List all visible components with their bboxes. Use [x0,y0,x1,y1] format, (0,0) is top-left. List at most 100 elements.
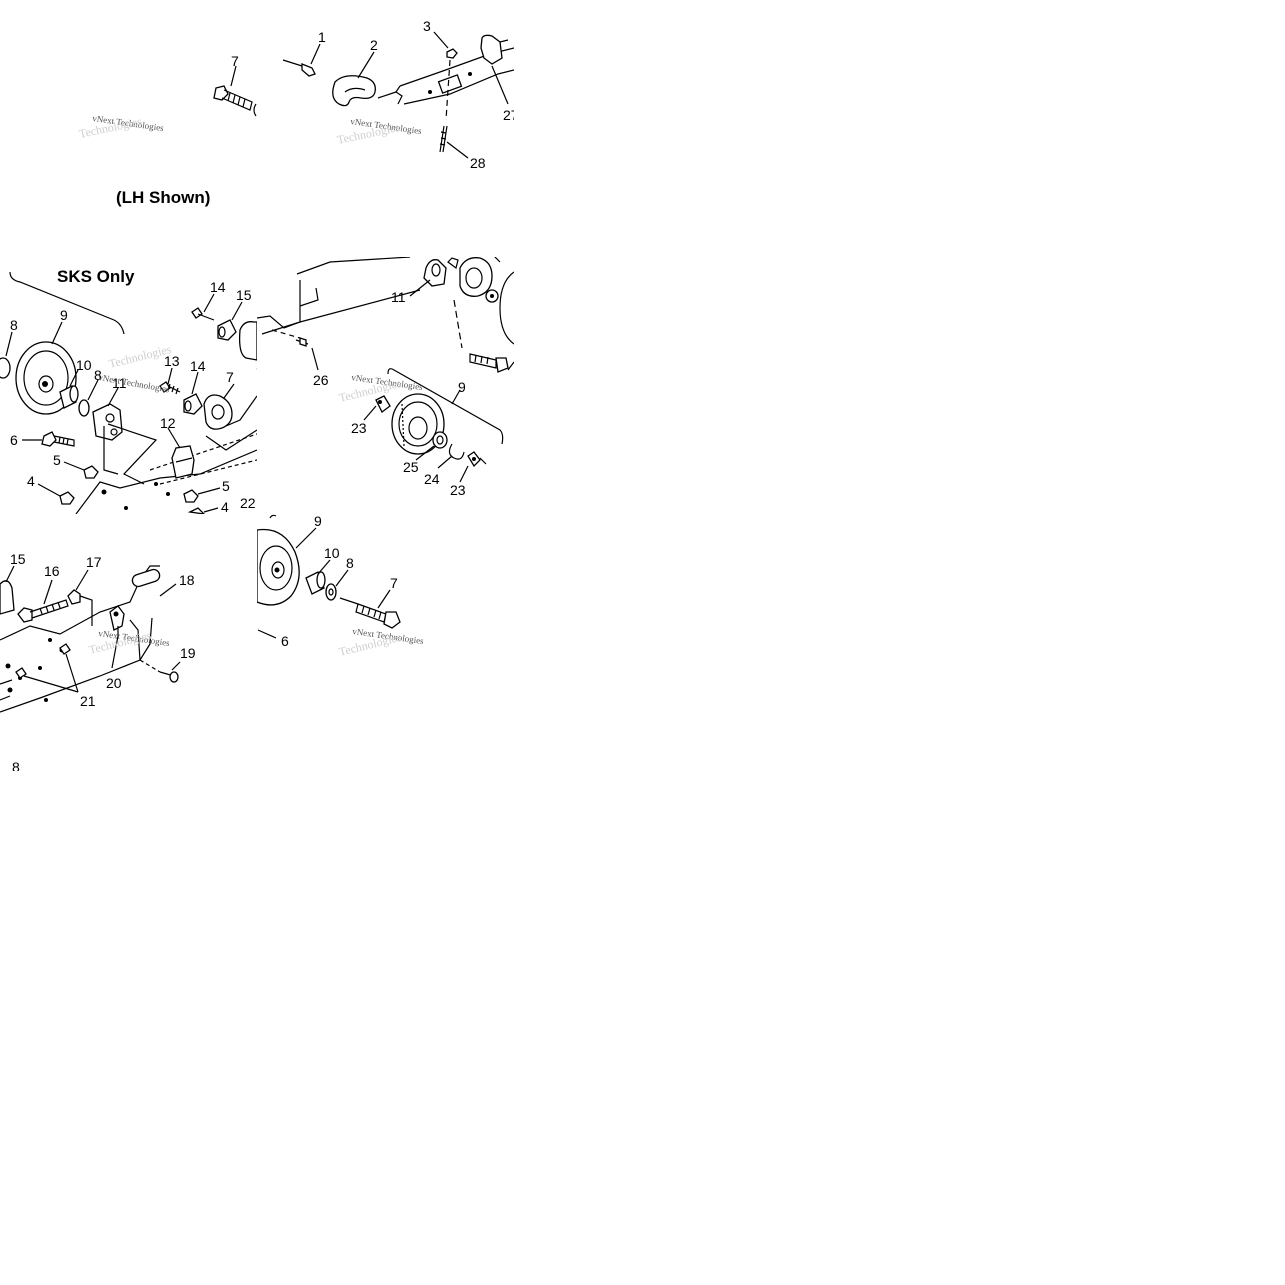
cap-part-23 [375,395,391,413]
block-part-11 [92,403,123,441]
mount-part-15 [203,394,257,451]
tile-top-right: 1 2 27 [257,0,514,257]
bolt-right [469,353,514,373]
label-part-8: 8 [346,555,354,571]
cap-part-23b [467,451,487,468]
tile-bot-left: 15 16 17 [0,514,257,771]
label-part-3: 3 [423,18,431,34]
block-part-12 [171,445,195,479]
label-part-8: 8 [10,317,18,333]
label-part-19: 19 [180,645,196,661]
bushing-part-14-upper [217,319,237,341]
tile-bot-right: 9 10 8 7 6 vN [257,514,514,771]
mount-part-15 [0,580,15,615]
label-part-5: 5 [53,452,61,468]
spacer-part-10 [59,385,79,409]
label-part-15: 7 [226,369,234,385]
nut-part-4b [187,507,205,514]
bearing-part-25 [432,431,448,449]
label-part-12: 12 [160,415,176,431]
label-part-27: 27 [503,107,514,123]
idler-wheel-part-9 [391,393,445,455]
top-right-drawing: 1 2 27 [282,18,514,171]
mid-left-drawing: SKS Only 8 9 10 [0,267,257,514]
top-left-drawing: 7 vNext Technologies Technologies (LH Sh… [78,53,257,207]
label-part-21: 21 [80,693,96,709]
label-part-25: 25 [403,459,419,475]
clevis-part-11 [423,257,459,287]
washer-part-8 [325,583,337,601]
label-part-9: 9 [314,514,322,529]
label-part-1: 1 [318,29,326,45]
nut-part-4 [59,491,75,505]
label-part-6: 6 [281,633,289,649]
bumper-part-2 [332,75,376,107]
nut-part-17 [67,589,81,605]
label-part-13: 13 [164,353,180,369]
clip-part-27 [480,34,509,65]
bolt-part-16 [17,599,69,623]
label-part-24: 24 [424,471,440,487]
ski-rail [377,47,514,105]
label-part-14-upper: 15 [236,287,252,303]
bot-right-drawing: 9 10 8 7 6 vN [257,514,425,659]
idler-wheel-top [459,257,514,345]
label-part-23b: 23 [450,482,466,498]
label-part-15: 15 [10,551,26,567]
bolt-part-7 [339,597,401,629]
label-part-9: 9 [60,307,68,323]
screw-part-21b [15,667,27,679]
label-part-11: 11 [112,375,127,391]
label-part-10: 10 [324,545,340,561]
rivet-part-19 [129,619,179,683]
label-part-9: 9 [458,379,466,395]
caption-lh-shown: (LH Shown) [116,188,210,207]
label-part-26: 26 [313,372,329,388]
tile-top-left: 7 vNext Technologies Technologies (LH Sh… [0,0,257,257]
label-part-17: 17 [86,554,102,570]
label-part-8b: 8 [94,367,102,383]
label-part-14: 14 [190,358,206,374]
sks-bracket [9,271,125,335]
tile-mid-right: 11 26 [257,257,514,514]
bolt-part-13-upper [191,307,215,321]
label-part-18: 18 [179,572,195,588]
label-part-16: 16 [44,563,60,579]
screw-part-21a [59,643,71,655]
nut-part-5 [83,465,99,479]
rail-plate-part-18 [0,565,161,713]
label-part-28: 28 [470,155,486,171]
bolt-part-13 [159,381,181,395]
leader-17 [79,595,93,626]
snapring-part-24 [448,443,465,460]
stud-part-28 [439,125,448,153]
label-part-4b: 4 [221,499,229,514]
label-part-4: 4 [27,473,35,489]
label-part-8: 8 [12,759,20,771]
nut-part-5b [183,489,199,503]
bolt-part-1 [282,59,316,77]
nut-part-3 [446,48,458,59]
bolt-part-7 [213,85,257,117]
label-part-7: 7 [390,575,398,591]
label-part-6: 6 [10,432,18,448]
label-part-7: 7 [231,53,239,69]
washer-part-8 [0,357,11,379]
idler-wheel-part-9 [257,514,300,606]
pin-part-26 [295,337,309,347]
label-part-13-upper: 14 [210,279,226,295]
label-part-7: 7 [256,365,257,381]
bracket-9 [387,368,504,445]
suspension-arm [257,257,421,339]
tile-mid-left: SKS Only 8 9 10 [0,257,257,514]
label-part-11: 11 [391,289,406,305]
spacer-part-10 [305,571,326,595]
label-part-2: 2 [370,37,378,53]
arm-part-7 [238,321,257,361]
bushing-part-14 [183,393,203,415]
label-part-22: 22 [240,495,256,511]
label-part-10: 10 [76,357,92,373]
frame-rail [75,433,257,514]
bolt-part-6 [41,431,75,447]
